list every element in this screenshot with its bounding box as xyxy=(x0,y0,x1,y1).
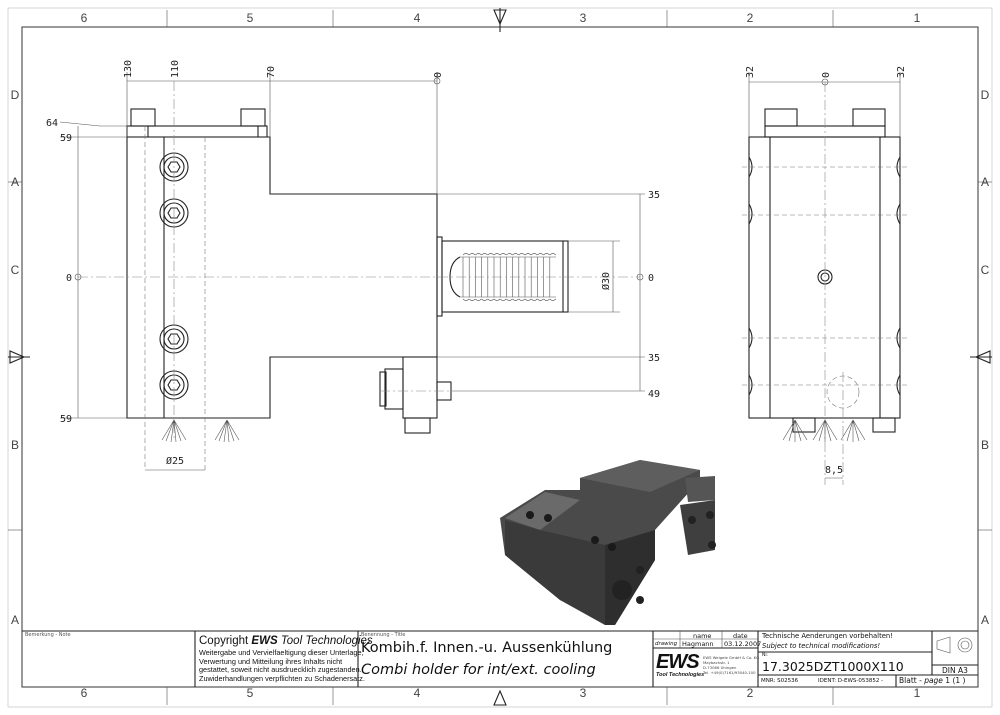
zone-col-6-bottom: 6 xyxy=(81,686,88,700)
zone-row-a: A xyxy=(11,613,19,627)
front-view: 130 110 70 0 64 59 0 59 35 0 35 49 Ø30 Ø… xyxy=(46,60,660,471)
zone-col-4: 4 xyxy=(414,11,421,25)
sheet-page-word: page xyxy=(924,676,943,685)
dim-70: 70 xyxy=(266,66,277,78)
dim-59-bottom: 59 xyxy=(60,414,72,425)
title-block-grid xyxy=(22,630,978,687)
dim-130: 130 xyxy=(123,60,134,78)
dim-0-top: 0 xyxy=(433,72,444,78)
sheet-label: Blatt - xyxy=(899,676,925,685)
dim-35-top: 35 xyxy=(648,190,660,201)
company-line: Maybachstr. 1 xyxy=(703,660,730,665)
company-address: EWS Weigele GmbH & Co. KG Maybachstr. 1 … xyxy=(703,655,759,675)
zone-row-c: C xyxy=(11,263,20,277)
changes-german: Technische Aenderungen vorbehalten! xyxy=(762,632,893,640)
name-header: name xyxy=(693,632,712,640)
dim-coolant-diameter: Ø25 xyxy=(166,455,184,467)
company-line: D-73066 Uhingen xyxy=(703,665,737,670)
zone-col-2-bottom: 2 xyxy=(747,686,754,700)
sheet-value: 1 (1 ) xyxy=(942,676,966,685)
dim-0-side: 0 xyxy=(821,72,832,78)
dim-110: 110 xyxy=(170,60,181,78)
isometric-render xyxy=(500,460,716,625)
dim-0-right: 0 xyxy=(648,273,654,284)
serration xyxy=(543,253,550,301)
note-label: Bemerkung - Note xyxy=(25,632,71,638)
copyright-line: Verwertung und Mitteilung ihres Inhalts … xyxy=(199,656,343,666)
date-header: date xyxy=(733,632,748,640)
zone-row-c-right: C xyxy=(981,263,990,277)
zone-col-2: 2 xyxy=(747,11,754,25)
zone-row-d: D xyxy=(11,88,20,102)
zone-col-1: 1 xyxy=(914,11,921,25)
copyright-suffix: Tool Technologies xyxy=(277,635,373,647)
zone-col-4-bottom: 4 xyxy=(414,686,421,700)
title-label: Benennung - Title xyxy=(361,632,406,638)
number-label: Nr. xyxy=(762,653,769,658)
dim-35-bottom: 35 xyxy=(648,353,660,364)
dim-49: 49 xyxy=(648,389,660,400)
copyright-line: gestattet, soweit nicht ausdruecklich zu… xyxy=(199,665,362,675)
title-english: Combi holder for int/ext. cooling xyxy=(361,662,596,678)
dim-8-5: 8,5 xyxy=(825,465,843,476)
zone-ticks xyxy=(8,10,992,705)
paper-format: DIN A3 xyxy=(942,666,968,675)
outer-frame xyxy=(7,7,993,708)
dim-59-top: 59 xyxy=(60,133,72,144)
zone-row-b-right: B xyxy=(981,438,989,452)
zone-col-3-bottom: 3 xyxy=(580,686,587,700)
drawing-date: 03.12.2007 xyxy=(724,640,762,648)
centering-marks xyxy=(8,8,992,706)
zone-col-3: 3 xyxy=(580,11,587,25)
zone-row-a-upper-right: A xyxy=(981,175,989,189)
dim-0-left: 0 xyxy=(66,273,72,284)
side-view: 32 0 32 8,5 xyxy=(742,66,908,485)
ident: IDENT: D-EWS-053852 - xyxy=(818,678,884,684)
copyright-line: Zuwiderhandlungen verpflichten zu Schade… xyxy=(199,673,365,683)
zone-col-1-bottom: 1 xyxy=(914,686,921,700)
dim-shank-diameter: Ø30 xyxy=(600,272,612,290)
zone-row-d-right: D xyxy=(981,88,990,102)
part-number: 17.3025DZT1000X110 xyxy=(762,659,904,674)
drawer-name: Hagmann xyxy=(682,640,714,648)
copyright-line: Weitergabe und Vervielfaeltigung dieser … xyxy=(199,648,364,657)
zone-col-5-bottom: 5 xyxy=(247,686,254,700)
dim-64: 64 xyxy=(46,118,58,129)
sheet-info: Blatt - page 1 (1 ) xyxy=(899,676,965,685)
company-line: Tel. +49(0)7161/93040-100 xyxy=(703,670,756,675)
changes-english: Subject to technical modifications! xyxy=(762,642,881,650)
zone-row-a-upper: A xyxy=(11,175,19,189)
ews-logo: EWS xyxy=(656,651,700,673)
copyright-heading: Copyright EWS Tool Technologies xyxy=(199,635,373,647)
zone-row-a-right: A xyxy=(981,613,989,627)
dim-32-right: 32 xyxy=(896,66,907,78)
zone-row-b: B xyxy=(11,438,19,452)
copyright-prefix: Copyright xyxy=(199,635,252,647)
title-german: Kombih.f. Innen.-u. Aussenkühlung xyxy=(361,640,613,656)
ews-logo-subtext: Tool Technologies xyxy=(656,672,705,678)
mnr: MNR: S02536 xyxy=(761,678,799,684)
drawing-label: drawing xyxy=(655,641,678,647)
company-line: EWS Weigele GmbH & Co. KG xyxy=(703,655,760,660)
dim-32-left: 32 xyxy=(745,66,756,78)
zone-col-5: 5 xyxy=(247,11,254,25)
coolant-sprays xyxy=(161,419,240,443)
copyright-brand: EWS xyxy=(251,635,278,647)
zone-col-6: 6 xyxy=(81,11,88,25)
copyright-notice: Weitergabe und Vervielfaeltigung dieser … xyxy=(199,648,365,683)
